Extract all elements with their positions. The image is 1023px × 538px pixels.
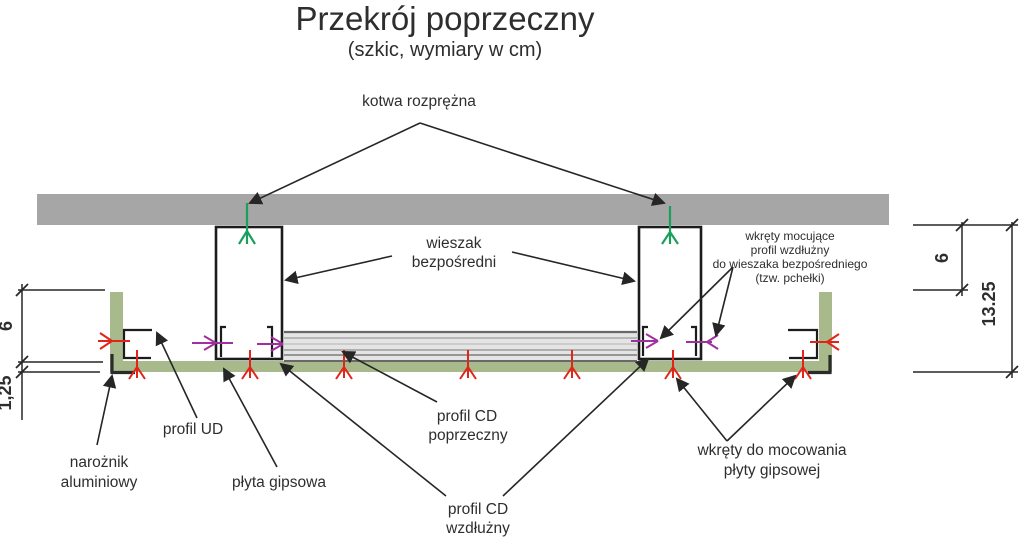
tick (955, 218, 969, 232)
label-naroznik-line1: narożnik (70, 454, 129, 471)
hanger-right (637, 225, 703, 361)
page-subtitle: (szkic, wymiary w cm) (348, 39, 542, 61)
label-pchelki-line3: do wieszaka bezpośredniego (713, 257, 868, 271)
label-wkrety-plyty-line2: płyty gipsowej (724, 462, 821, 479)
screw-horizontal-left (98, 332, 130, 350)
anchor-symbol-right (661, 206, 679, 245)
label-plyta-gipsowa: płyta gipsowa (232, 474, 326, 491)
label-wieszak-line1: wieszak (425, 235, 481, 252)
anchor-symbol-left (238, 203, 256, 245)
gypsum-board-edge-right (819, 292, 832, 372)
tick (15, 365, 29, 379)
dim-right-gap: 6 (932, 253, 952, 263)
screw-horizontal-right (810, 333, 840, 351)
gypsum-board (110, 292, 832, 372)
cd-longitudinal-lips (219, 325, 698, 357)
page-title: Przekrój poprzeczny (296, 0, 595, 37)
leader-wkrety-plyty-right (726, 374, 797, 442)
tick (1005, 365, 1019, 379)
cd-cross-profile (284, 330, 637, 362)
cd-cross-profile-body (284, 331, 637, 362)
screw-vertical-2 (241, 350, 259, 380)
label-wkrety-plyty-line1: wkręty do mocowania (696, 442, 846, 459)
leader-wkrety-plyty-left (675, 377, 728, 442)
leader-naroznik (96, 374, 117, 446)
dim-right-total: 13.25 (979, 281, 999, 326)
pchelka-screw-right-hanger-inner (631, 333, 659, 349)
label-cd-wzdluzny-line1: profil CD (448, 501, 508, 518)
screw-vertical-6 (664, 350, 682, 380)
leader-kotwa-right (419, 122, 666, 206)
aluminum-corner-right (808, 355, 832, 375)
board-screws (98, 332, 840, 380)
expansion-anchors (238, 203, 679, 245)
leader-cd-wzdluzny-left (279, 362, 447, 497)
label-profil-ud: profil UD (163, 421, 223, 438)
dim-left-thickness: 1,25 (0, 375, 15, 410)
leader-wieszak-right (511, 251, 636, 285)
leader-wieszak-left (284, 255, 393, 285)
label-pchelki-line1: wkręty mocujące (744, 229, 835, 243)
leader-kotwa-left (248, 122, 421, 205)
leader-lines (96, 122, 797, 497)
tick (955, 283, 969, 297)
dimension-lines-left (15, 283, 105, 420)
leader-plyta-gipsowa (223, 367, 278, 468)
pchelka-screw-left-hanger-outer (192, 335, 233, 351)
leader-cd-poprzeczny (341, 351, 438, 403)
aluminum-corner-left (110, 354, 135, 375)
screw-vertical-1 (128, 350, 146, 380)
pchelka-screw-left-hanger-inner (257, 336, 284, 352)
leader-profil-ud (155, 331, 198, 419)
gypsum-board-horizontal (110, 361, 832, 372)
label-cd-poprzeczny-line1: profil CD (437, 408, 497, 425)
label-kotwa-rozprezna: kotwa rozprężna (362, 93, 476, 110)
leader-cd-wzdluzny-right (502, 357, 650, 497)
label-wieszak-line2: bezpośredni (412, 254, 496, 271)
label-pchelki-line2: profil wzdłużny (751, 243, 830, 257)
dim-left-height: 6 (0, 321, 16, 331)
tick (15, 355, 29, 369)
leader-pchelki-2 (712, 266, 734, 337)
tick (1005, 218, 1019, 232)
dimension-lines-right (913, 218, 1019, 379)
screw-vertical-5 (563, 350, 581, 380)
label-naroznik-line2: aluminiowy (61, 474, 138, 491)
label-cd-wzdluzny-line2: wzdłużny (445, 520, 510, 537)
tick (15, 283, 29, 297)
gypsum-board-edge-left (110, 292, 123, 372)
label-cd-poprzeczny-line2: poprzeczny (428, 427, 508, 444)
aluminum-corners (110, 354, 832, 375)
leader-pchelki-1 (659, 266, 734, 340)
ceiling-slab (37, 194, 889, 225)
label-pchelki-line4: (tzw. pchełki) (755, 271, 824, 285)
screw-vertical-4 (459, 350, 477, 380)
